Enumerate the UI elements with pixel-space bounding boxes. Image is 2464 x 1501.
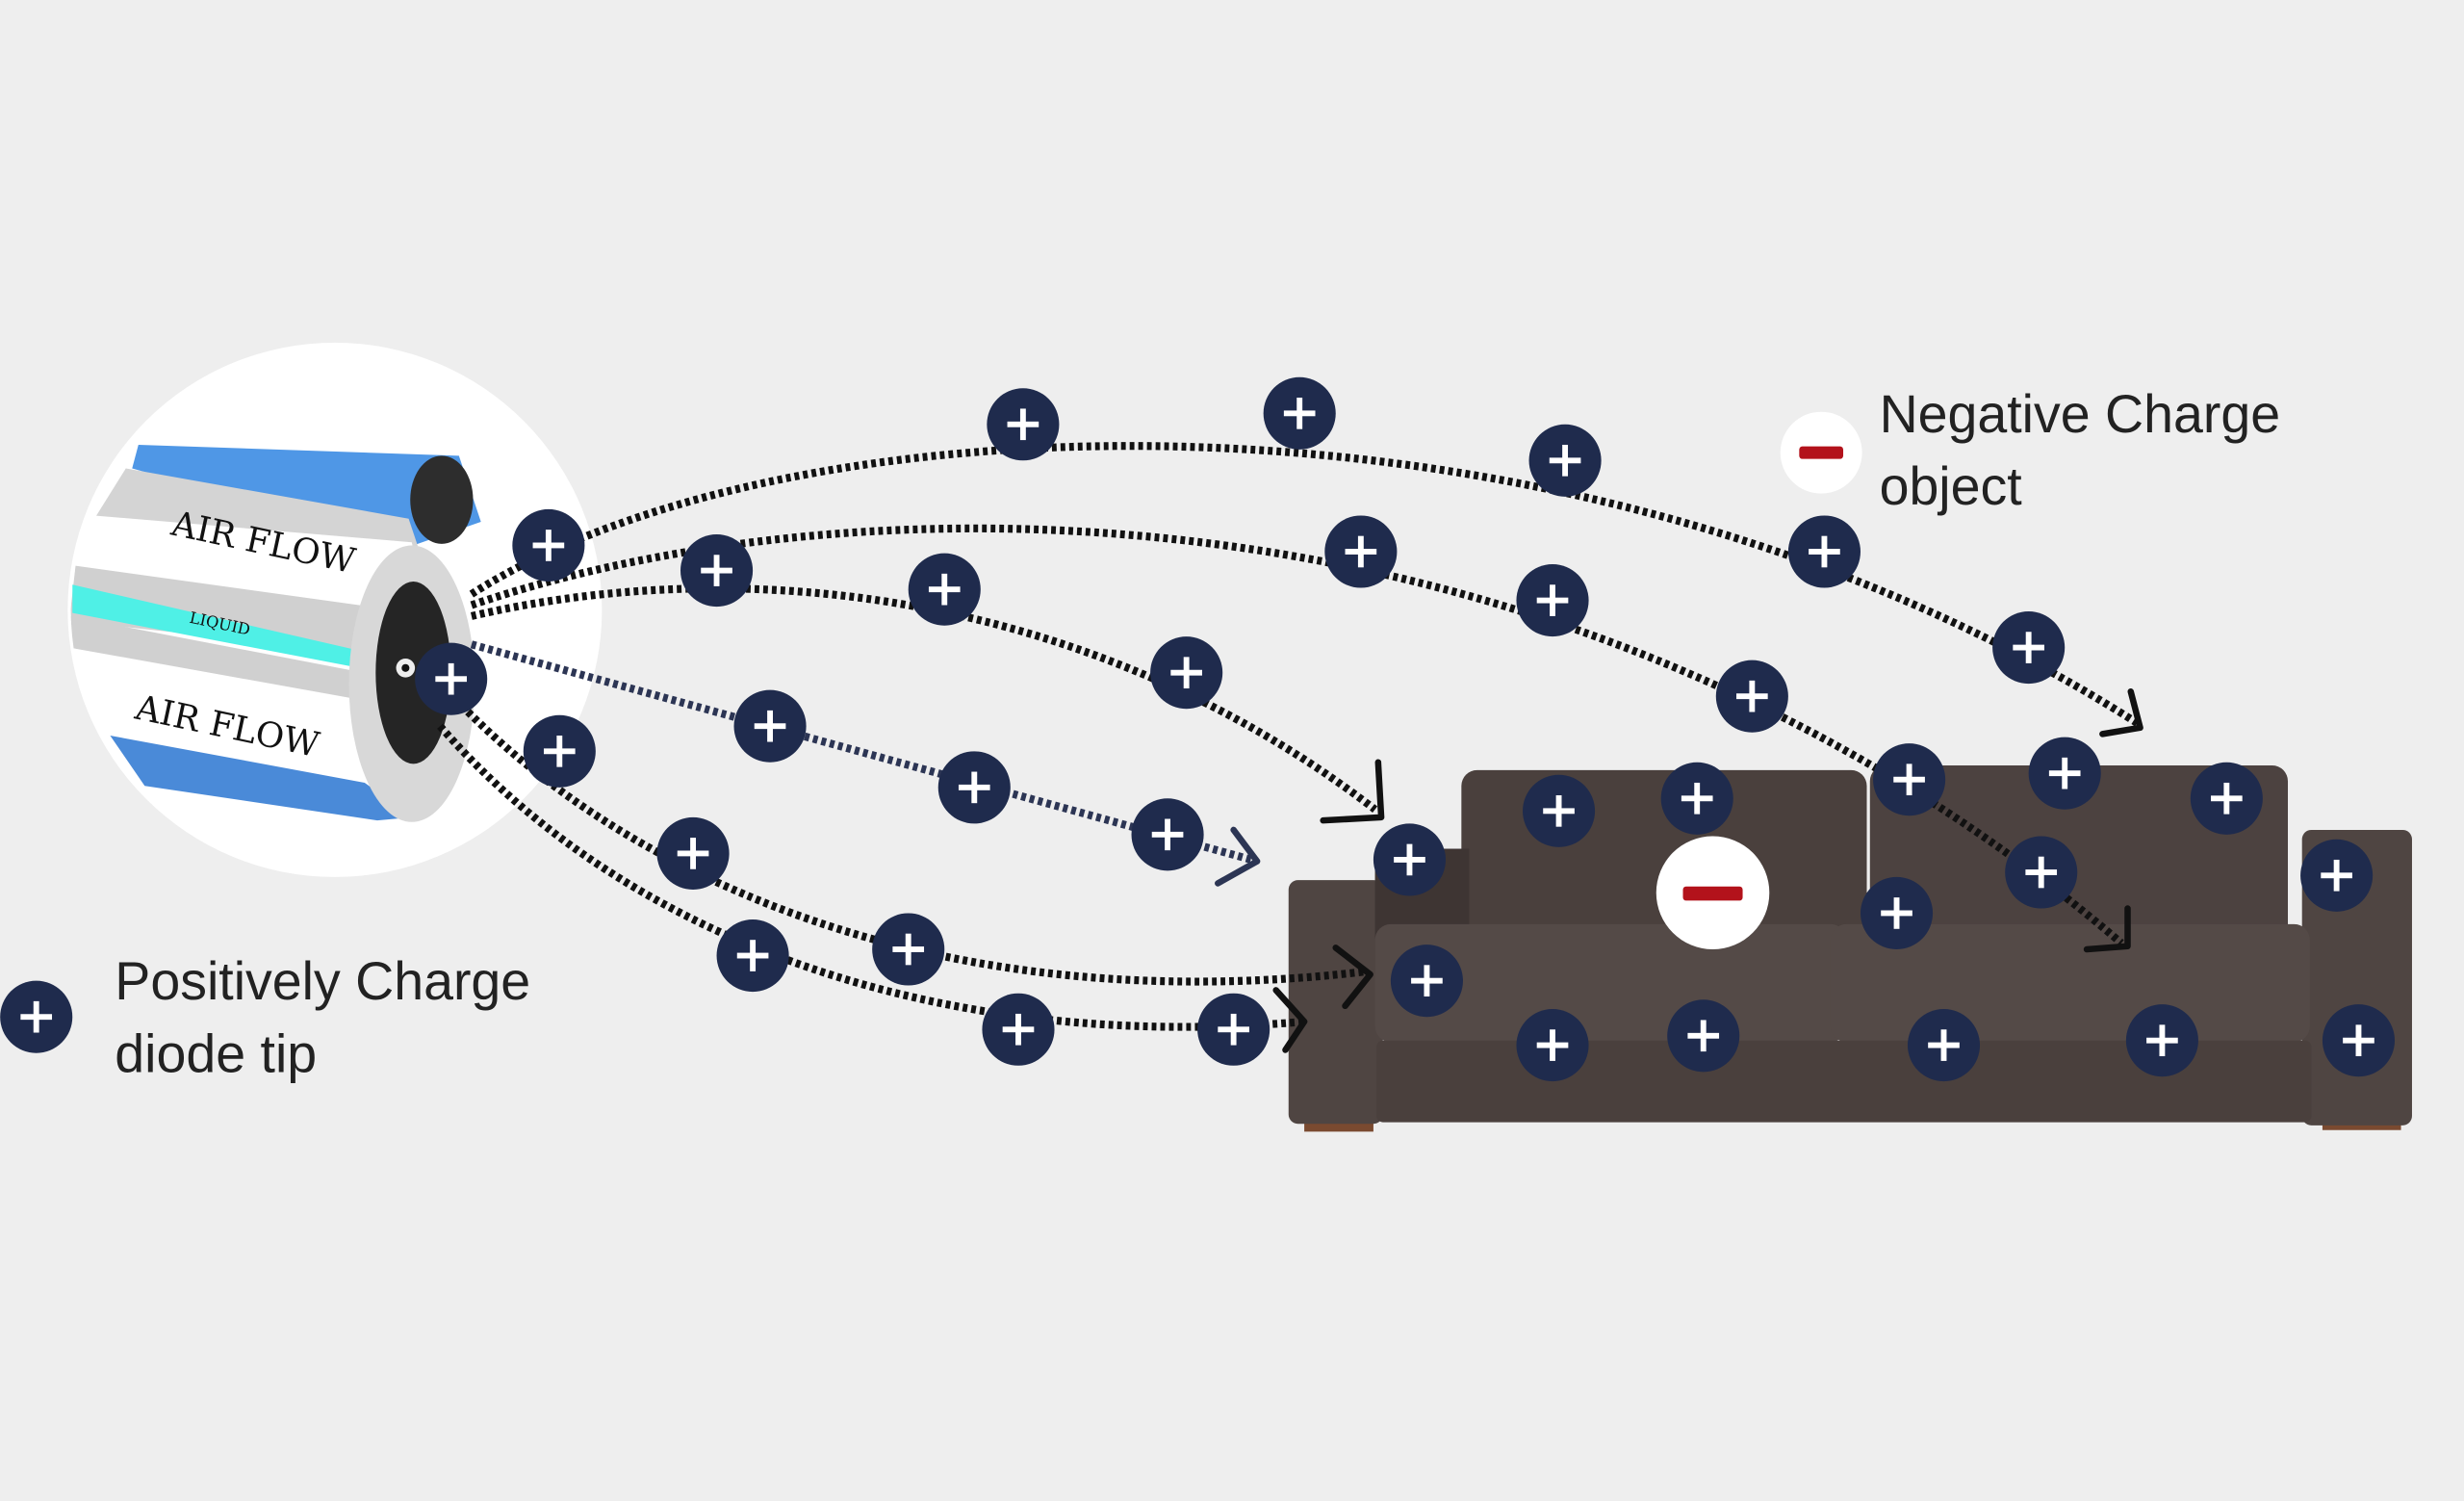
positive-charge-icon [512,508,585,582]
negative-legend-line2: object [1880,456,2023,516]
positive-charge-icon [2322,1004,2396,1077]
positive-charges [0,376,2396,1082]
positive-charge-icon [523,714,596,788]
positive-charge-icon [908,553,981,626]
arrowhead-icon [2083,905,2131,953]
positive-charge-icon [982,993,1055,1066]
positive-charge-icon [987,388,1060,461]
positive-charge-icon [2125,1004,2198,1077]
positive-charge-icon [1787,515,1861,588]
trajectory-path [469,442,2140,727]
positive-charge-icon [1390,945,1463,1018]
arrowhead-icon [1320,759,1385,824]
positive-charge-icon [716,919,789,993]
positive-legend-line2: diode tip [115,1023,317,1083]
positive-charge-icon [2028,737,2101,810]
positive-charge-legend-icon [0,980,73,1053]
positive-charge-icon [1528,424,1602,497]
arrowhead-icon [1272,987,1308,1053]
positive-charge-icon [1873,743,1946,816]
positive-charge-icon [1667,999,1740,1073]
negative-legend-line1: Negative Charge [1880,384,2280,444]
positive-charge-icon [733,689,807,763]
positive-charge-icon [415,642,488,715]
trajectory-path [470,640,1259,866]
nozzle-inset: AIR FLOW LIQUID AIR FLOW [67,342,603,877]
positive-charge-icon [1150,636,1223,710]
positive-charge-icon [1907,1009,1981,1082]
positive-charge-icon [2300,839,2374,912]
positive-charge-icon [1516,1009,1589,1082]
trajectory-path [437,723,1305,1031]
positive-charge-icon [1715,660,1788,733]
trajectory-path [470,524,2124,946]
arrowhead-icon [1332,945,1373,1010]
positive-charge-icon [1131,798,1204,871]
positive-charge-icon [1660,762,1733,835]
arrowhead-icon [1215,826,1261,887]
positive-charge-icon [872,913,945,986]
negative-charge-icon [1656,836,1770,950]
negative-legend: Negative Charge object [1780,384,2280,516]
arrowhead-icon [2099,688,2143,738]
positive-charge-icon [1860,876,1934,950]
positive-legend-line1: Positively Charge [115,951,530,1011]
positive-charge-icon [2005,836,2078,909]
positive-charge-icon [2190,762,2263,835]
positive-charge-icon [1324,515,1398,588]
positive-charge-icon [1992,611,2066,685]
positive-charge-icon [1263,376,1336,450]
arrowheads [1215,688,2143,1053]
positive-charge-icon [1197,993,1270,1066]
positive-charge-icon [656,816,730,890]
positive-charge-icon [937,751,1011,824]
charge-trajectories [437,442,2140,1031]
positive-charge-icon [1373,823,1447,896]
positive-charge-icon [1516,564,1589,637]
positive-charge-icon [680,534,754,608]
positive-legend: Positively Charge diode tip [115,951,530,1083]
positive-charge-icon [1523,774,1596,847]
